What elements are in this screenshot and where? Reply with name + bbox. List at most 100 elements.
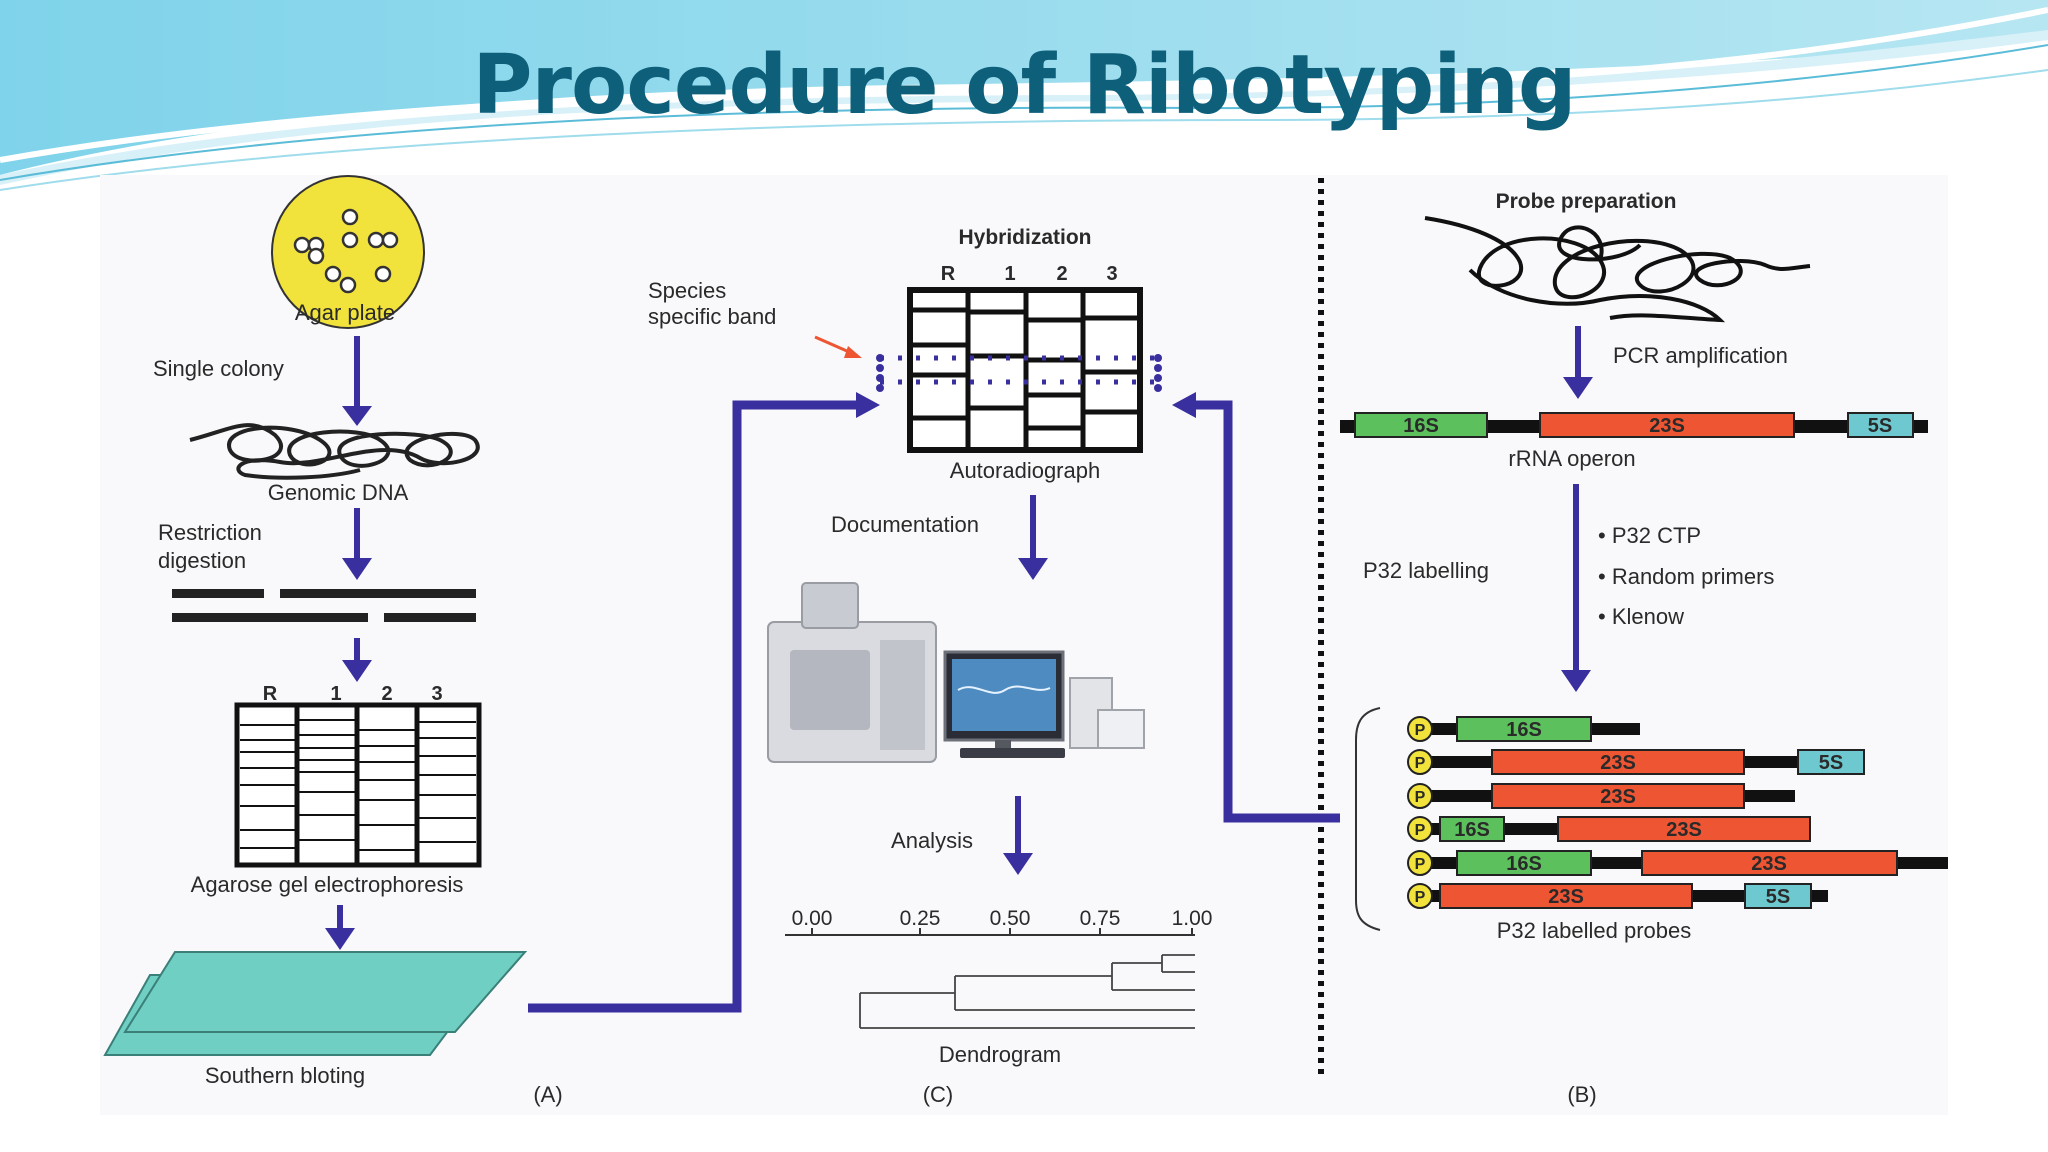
- gene-label: 23S: [1666, 819, 1702, 841]
- p32-tag-icons: [1407, 716, 1433, 909]
- arrow-head-icon: [1563, 377, 1593, 399]
- lane-label: 3: [431, 683, 442, 705]
- genomic-dna-label: Genomic DNA: [268, 480, 409, 505]
- probe-row: [1420, 749, 1865, 775]
- arrow-head-icon: [342, 406, 372, 426]
- genomic-dna-icon: [189, 423, 480, 480]
- restriction-label-1: Restriction: [158, 520, 262, 545]
- arrow-head-icon: [342, 558, 372, 580]
- arrow-head-icon: [1003, 853, 1033, 875]
- dna-tangle-icon: [1424, 216, 1811, 323]
- dendrogram-label: Dendrogram: [939, 1042, 1061, 1067]
- connector-arrow: [1190, 400, 1340, 823]
- scale-tick-label: 0.50: [990, 907, 1031, 930]
- gel-lane-labels: R 1 2 3: [263, 683, 443, 705]
- lane-label: 2: [381, 683, 392, 705]
- lane-label: 1: [1004, 263, 1015, 285]
- labelled-probes-label: P32 labelled probes: [1497, 918, 1691, 943]
- gene-label: 16S: [1403, 415, 1439, 437]
- rrna-operon-label: rRNA operon: [1508, 446, 1635, 471]
- panel-c-label: (C): [923, 1082, 954, 1107]
- reagent-list: • P32 CTP • Random primers • Klenow: [1598, 523, 1774, 629]
- arrow-head-icon: [856, 392, 880, 418]
- lane-label: 1: [330, 683, 341, 705]
- probe-prep-label: Probe preparation: [1496, 190, 1677, 213]
- lane-label: 3: [1106, 263, 1117, 285]
- gene-label: 23S: [1751, 853, 1787, 875]
- gene-label: 16S: [1454, 819, 1490, 841]
- operon-gene-labels: 16S 23S 5S: [1403, 415, 1892, 437]
- dendrogram-tree: [859, 954, 1195, 1029]
- gene-label: 23S: [1600, 752, 1636, 774]
- southern-membrane-icon: [103, 951, 528, 1056]
- restriction-label-2: digestion: [158, 548, 246, 573]
- autoradiograph-icon: [876, 287, 1162, 453]
- panel-b: Probe preparation PCR amplification 16S …: [1172, 190, 1948, 1107]
- autoradiograph-lane-labels: R 1 2 3: [941, 263, 1118, 285]
- scale-tick-label: 0.25: [900, 907, 941, 930]
- gel-documentation-system-icon: [767, 582, 1145, 763]
- p-tag-label: P: [1415, 856, 1426, 873]
- panel-a: Agar plate Single colony Genomic DNA Res…: [103, 175, 880, 1107]
- p-tag-label: P: [1415, 755, 1426, 772]
- p32-labelling-label: P32 labelling: [1363, 558, 1489, 583]
- dna-fragments: [172, 589, 476, 622]
- probe-row: [1420, 783, 1795, 809]
- agarose-gel-icon: [234, 702, 482, 868]
- gene-label: 16S: [1506, 719, 1542, 741]
- labelled-probes: P P P P P P 16S 23S 5S 23S 16S 23S 16S 2…: [1407, 716, 1948, 909]
- arrow-head-icon: [1561, 670, 1591, 692]
- arrow-head-icon: [1018, 558, 1048, 580]
- header-banner: [0, 0, 2048, 200]
- pcr-label: PCR amplification: [1613, 343, 1788, 368]
- p-tag-label: P: [1415, 889, 1426, 906]
- gene-label: 5S: [1868, 415, 1892, 437]
- probe-bracket: [1355, 707, 1381, 931]
- scale-tick-label: 0.75: [1080, 907, 1121, 930]
- gene-label: 16S: [1506, 853, 1542, 875]
- scale-tick-label: 1.00: [1172, 907, 1213, 930]
- p32-tag-labels: P P P P P P: [1415, 722, 1426, 906]
- probe-row: [1420, 883, 1828, 909]
- arrow-head-icon: [342, 660, 372, 682]
- analysis-label: Analysis: [891, 828, 973, 853]
- rrna-operon-icon: [1340, 412, 1928, 438]
- autoradiograph-label: Autoradiograph: [950, 458, 1100, 483]
- connector-arrow: [528, 400, 862, 1013]
- panel-b-label: (B): [1567, 1082, 1596, 1107]
- probe-gene-labels: 16S 23S 5S 23S 16S 23S 16S 23S 23S 5S: [1454, 719, 1843, 908]
- panel-c: Hybridization R 1 2 3: [648, 226, 1212, 1107]
- species-label-2: specific band: [648, 304, 776, 329]
- hybridization-label: Hybridization: [958, 226, 1091, 249]
- gene-label: 23S: [1649, 415, 1685, 437]
- p-tag-label: P: [1415, 789, 1426, 806]
- gene-label: 23S: [1548, 886, 1584, 908]
- scale-tick-label: 0.00: [792, 907, 833, 930]
- probe-row: [1420, 816, 1811, 842]
- gene-label: 5S: [1766, 886, 1790, 908]
- agar-plate-icon: [271, 175, 425, 329]
- gene-label: 5S: [1819, 752, 1843, 774]
- reagent-item: • Random primers: [1598, 564, 1774, 589]
- species-label-1: Species: [648, 278, 726, 303]
- arrow-head-icon: [325, 928, 355, 950]
- lane-label: R: [941, 263, 956, 285]
- p-tag-label: P: [1415, 822, 1426, 839]
- arrow-head-icon: [1172, 392, 1196, 418]
- single-colony-label: Single colony: [153, 356, 284, 381]
- dendrogram-scale: 0.00 0.25 0.50 0.75 1.00: [785, 907, 1213, 936]
- lane-label: 2: [1056, 263, 1067, 285]
- p-tag-label: P: [1415, 722, 1426, 739]
- reagent-item: • P32 CTP: [1598, 523, 1701, 548]
- agarose-label: Agarose gel electrophoresis: [191, 872, 464, 897]
- lane-label: R: [263, 683, 278, 705]
- documentation-label: Documentation: [831, 512, 979, 537]
- gene-label: 23S: [1600, 786, 1636, 808]
- southern-label: Southern bloting: [205, 1063, 365, 1088]
- pointer-arrow-head-icon: [844, 346, 862, 358]
- slide-title: Procedure of Ribotyping: [472, 38, 1576, 133]
- panel-a-label: (A): [533, 1082, 562, 1107]
- reagent-item: • Klenow: [1598, 604, 1684, 629]
- probe-row: [1420, 716, 1640, 742]
